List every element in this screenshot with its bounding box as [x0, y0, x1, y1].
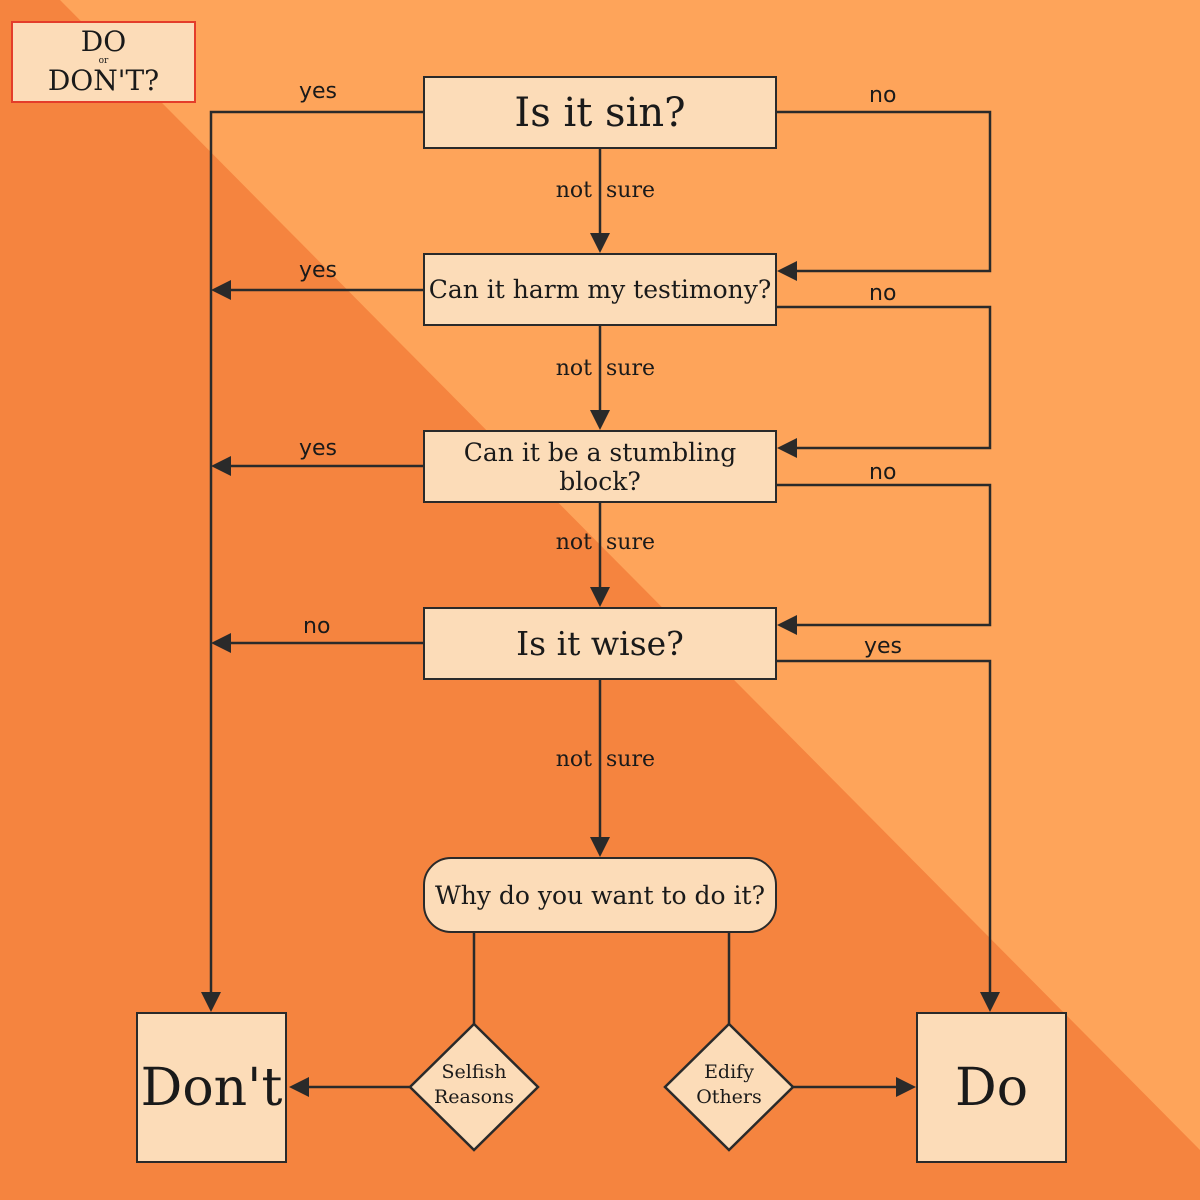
edge-label-q2-no: no — [869, 281, 897, 306]
edge-label-not-2: not — [555, 356, 592, 381]
badge-line-2: DON'T? — [47, 64, 160, 97]
edge-label-not-4: not — [555, 747, 592, 772]
arrowhead-to-q4 — [590, 587, 610, 607]
arrowhead-to-do-top — [980, 992, 1000, 1012]
arrowhead-q1-no — [777, 261, 797, 281]
diamond-edify-line-2: Others — [696, 1086, 762, 1108]
edge-label-sure-2: sure — [606, 356, 655, 381]
edge-label-q4-no: no — [303, 614, 331, 639]
badge-line-1: DO — [80, 25, 127, 58]
connector-q2-no — [777, 305, 992, 450]
connector-q1-no — [777, 110, 992, 273]
arrowhead-edify-do — [896, 1077, 916, 1097]
edge-label-q1-yes: yes — [299, 79, 338, 104]
edge-label-q2-yes: yes — [299, 258, 338, 283]
diamond-selfish-label: Selfish Reasons — [424, 1060, 524, 1110]
arrowhead-q3-yes — [211, 456, 231, 476]
question-stumbling-block: Can it be a stumbling block? — [423, 430, 777, 503]
edge-label-not-1: not — [555, 178, 592, 203]
edge-label-q3-no: no — [869, 460, 897, 485]
edge-label-not-3: not — [555, 530, 592, 555]
diamond-edify-label: Edify Others — [679, 1060, 779, 1110]
background-light-diagonal — [60, 0, 1200, 1150]
arrowhead-q3-no — [777, 615, 797, 635]
question-why-do-it: Why do you want to do it? — [423, 857, 777, 933]
connector-q3-no — [777, 483, 992, 627]
diamond-selfish-line-1: Selfish — [441, 1061, 507, 1083]
diamond-edify-line-1: Edify — [704, 1061, 754, 1083]
arrowhead-q2-yes — [211, 280, 231, 300]
outcome-dont: Don't — [136, 1012, 287, 1163]
diamond-edify — [663, 1022, 795, 1152]
arrowhead-to-q2 — [590, 233, 610, 253]
edge-label-sure-4: sure — [606, 747, 655, 772]
title-badge: DO or DON'T? — [11, 21, 196, 103]
outcome-do: Do — [916, 1012, 1067, 1163]
connector-q1-yes — [209, 110, 423, 998]
arrowhead-q2-no — [777, 438, 797, 458]
badge-or: or — [98, 56, 109, 66]
edge-label-sure-1: sure — [606, 178, 655, 203]
connector-q4-yes — [777, 659, 992, 997]
arrowhead-q4-no — [211, 633, 231, 653]
diamond-selfish-line-2: Reasons — [433, 1086, 515, 1108]
question-is-it-sin: Is it sin? — [423, 76, 777, 149]
question-harm-testimony: Can it harm my testimony? — [423, 253, 777, 326]
diamond-selfish — [408, 1022, 540, 1152]
edge-label-q1-no: no — [869, 83, 897, 108]
edge-label-q4-yes: yes — [864, 634, 903, 659]
arrowhead-selfish-dont — [289, 1077, 309, 1097]
arrowhead-to-dont-top — [201, 992, 221, 1012]
question-is-it-wise: Is it wise? — [423, 607, 777, 680]
edge-label-q3-yes: yes — [299, 436, 338, 461]
edge-label-sure-3: sure — [606, 530, 655, 555]
arrowhead-to-q5 — [590, 837, 610, 857]
arrowhead-to-q3 — [590, 410, 610, 430]
